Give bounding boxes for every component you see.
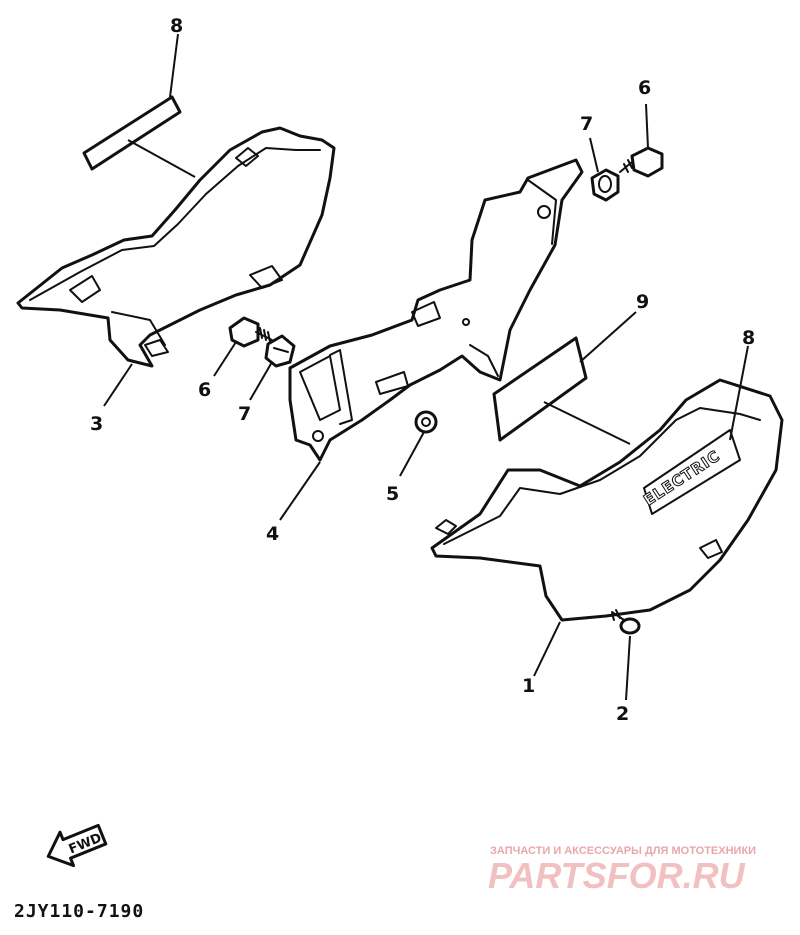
leader-8-right: [729, 345, 749, 441]
callout-4: 4: [266, 523, 279, 545]
callout-7-left: 7: [238, 403, 251, 425]
leader-3: [103, 363, 133, 407]
leader-9-down: [543, 401, 631, 445]
watermark-brand: PARTSFOR.RU: [488, 855, 746, 896]
callout-8-top: 8: [170, 15, 183, 37]
leader-1: [533, 621, 561, 677]
part-6-bolt-left: [228, 316, 273, 348]
leader-7-right: [589, 137, 599, 173]
part-8-decal-left: [82, 33, 196, 178]
part-3-left-side-cover: [16, 126, 336, 368]
part-7-grommet-left: [264, 334, 296, 368]
part-2-screw: [611, 609, 641, 635]
callout-1: 1: [522, 675, 535, 697]
leader-6-left: [213, 341, 237, 377]
callout-3: 3: [90, 413, 103, 435]
leader-9-up: [579, 311, 637, 363]
watermark-tagline: ЗАПЧАСТИ И АКСЕССУАРЫ ДЛЯ МОТОТЕХНИКИ: [490, 845, 756, 857]
diagram-code: 2JY110-7190: [14, 901, 144, 922]
callout-2: 2: [616, 703, 629, 725]
leader-7-left: [249, 361, 273, 401]
leader-6-right: [645, 103, 649, 149]
callout-6-left: 6: [198, 379, 211, 401]
part-5-nut: [414, 410, 438, 434]
leader-4: [279, 461, 321, 521]
callout-6-right: 6: [638, 77, 651, 99]
part-9-sheet: [492, 336, 588, 442]
part-6-bolt-right: [619, 146, 664, 178]
callout-7-right: 7: [580, 113, 593, 135]
part-7-grommet-right: [590, 168, 620, 202]
callout-5: 5: [386, 483, 399, 505]
leader-5: [399, 431, 425, 477]
callout-8-right: 8: [742, 327, 755, 349]
leader-2: [625, 635, 631, 701]
fwd-arrow-icon: FWD: [46, 823, 108, 868]
part-4-bracket: [288, 158, 584, 462]
part-1-right-side-cover: ELECTRIC: [430, 378, 784, 622]
callout-9: 9: [636, 291, 649, 313]
